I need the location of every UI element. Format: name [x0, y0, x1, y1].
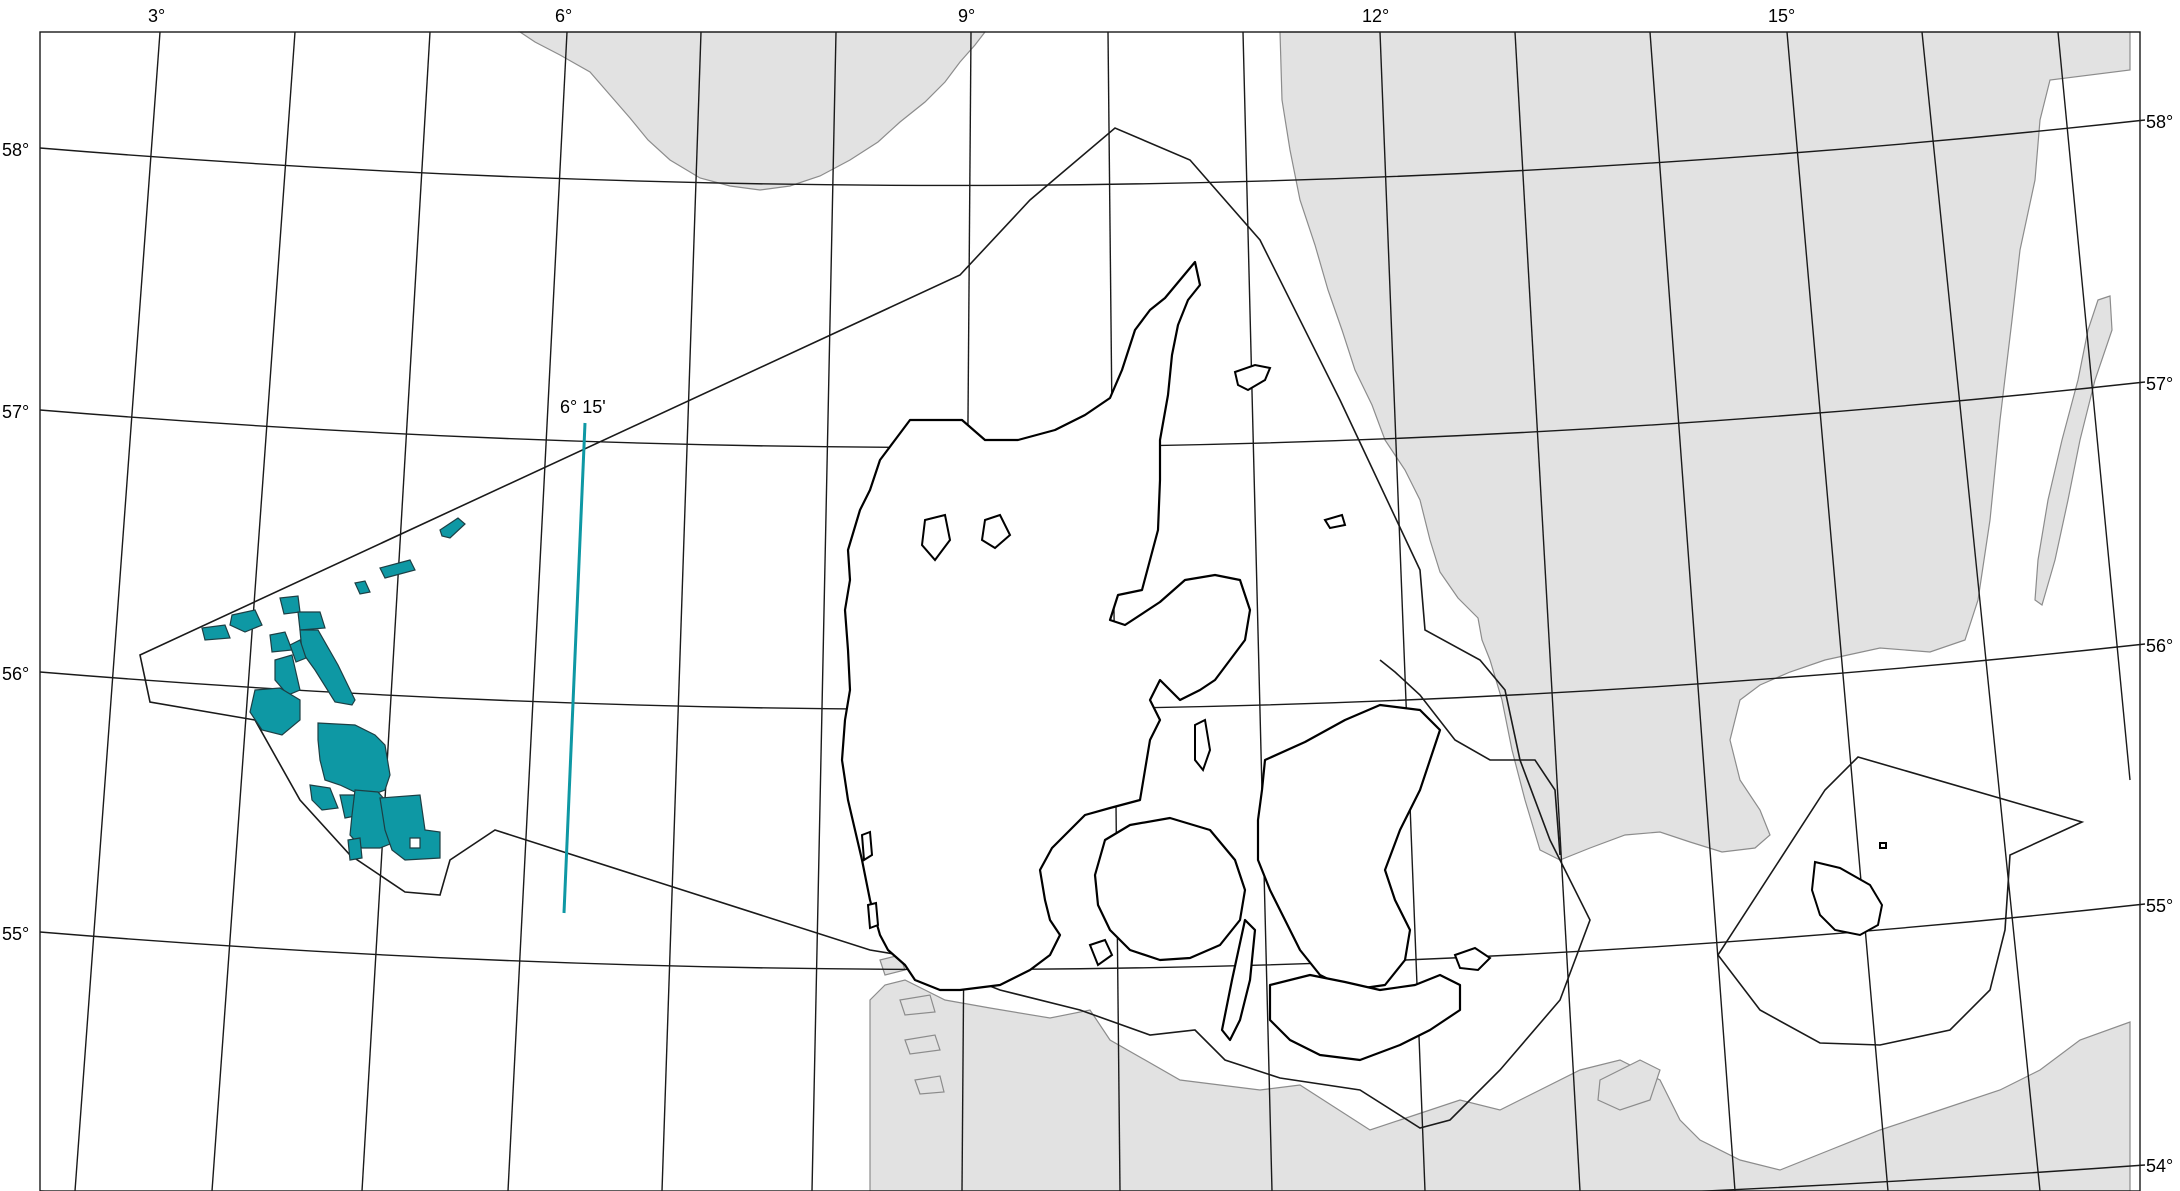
field-13 — [317, 722, 391, 796]
parallel-55 — [39, 903, 2146, 971]
meridian-14 — [1649, 31, 1736, 1191]
field-11 — [289, 639, 307, 663]
jutland — [840, 260, 1252, 992]
meridian-7 — [661, 31, 702, 1191]
lon-label-15: 15° — [1768, 6, 1795, 26]
offshore-fields — [201, 517, 466, 861]
land-sweden — [1279, 31, 2131, 861]
lon-label-3: 3° — [148, 6, 165, 26]
lat-label-left-55: 55° — [2, 924, 29, 944]
lon-label-6: 6° — [555, 6, 572, 26]
meridian-3 — [74, 31, 161, 1191]
field-3 — [354, 580, 371, 595]
field-7 — [297, 611, 326, 631]
neighbour-land — [518, 31, 2131, 1191]
lat-label-left-57: 57° — [2, 402, 29, 422]
mors — [920, 513, 952, 562]
meridian-10 — [1107, 31, 1121, 1191]
denmark — [840, 260, 1887, 1062]
field-hole — [409, 837, 421, 849]
meridian-15 — [1786, 31, 1889, 1191]
anholt — [1323, 513, 1347, 530]
field-18 — [347, 837, 363, 861]
field-14 — [309, 784, 339, 811]
axis-labels: 3° 6° 9° 12° 15° 58° 57° 56° 55° 58° 57°… — [2, 6, 2173, 1176]
lon-label-9: 9° — [958, 6, 975, 26]
samso — [1194, 718, 1212, 773]
field-12 — [249, 687, 301, 736]
limfjord-inner — [980, 513, 1012, 550]
field-1 — [439, 517, 466, 539]
land-norway — [518, 31, 987, 191]
meridian-8 — [811, 31, 837, 1191]
zealand — [1256, 703, 1442, 992]
laeso — [1233, 363, 1272, 392]
field-9 — [299, 629, 356, 706]
parallel-54 — [40, 1164, 2146, 1191]
meridian-6-15-line — [562, 422, 587, 914]
land-bornholm-south — [1597, 1059, 1661, 1111]
mon — [1453, 946, 1492, 972]
field-8 — [269, 631, 293, 653]
meridian-13 — [1514, 31, 1581, 1191]
meridian-annotation: 6° 15' — [560, 397, 606, 417]
meridian-17 — [2057, 31, 2131, 781]
field-2 — [379, 559, 416, 579]
lat-label-right-56: 56° — [2146, 636, 2173, 656]
field-17 — [379, 794, 441, 861]
land-germany-poland — [869, 979, 2131, 1191]
romo — [866, 901, 880, 930]
land-oland — [2034, 295, 2113, 606]
bornholm — [1810, 860, 1884, 937]
fano — [860, 830, 874, 862]
funen — [1093, 816, 1247, 962]
ertholmene — [1879, 842, 1887, 849]
field-4 — [201, 624, 231, 641]
meridian-6 — [507, 31, 568, 1191]
lolland-falster — [1268, 973, 1462, 1062]
lat-label-left-58: 58° — [2, 140, 29, 160]
bornholm-zone — [1717, 756, 2085, 1046]
lon-label-12: 12° — [1362, 6, 1389, 26]
inner-zone-line — [1379, 659, 1561, 856]
meridian-16 — [1921, 31, 2041, 1191]
lat-label-right-55: 55° — [2146, 896, 2173, 916]
field-5 — [229, 609, 263, 633]
shelf-boundary — [139, 127, 1591, 1129]
meridian-5 — [361, 31, 431, 1191]
lat-label-right-57: 57° — [2146, 374, 2173, 394]
map-frame — [39, 31, 2141, 1191]
lat-label-left-56: 56° — [2, 664, 29, 684]
field-10 — [274, 654, 301, 696]
lat-label-right-54: 54° — [2146, 1156, 2173, 1176]
field-6 — [279, 595, 301, 615]
als — [1088, 938, 1114, 967]
parallel-58 — [39, 119, 2146, 187]
lat-label-right-58: 58° — [2146, 112, 2173, 132]
langeland — [1220, 918, 1257, 1042]
